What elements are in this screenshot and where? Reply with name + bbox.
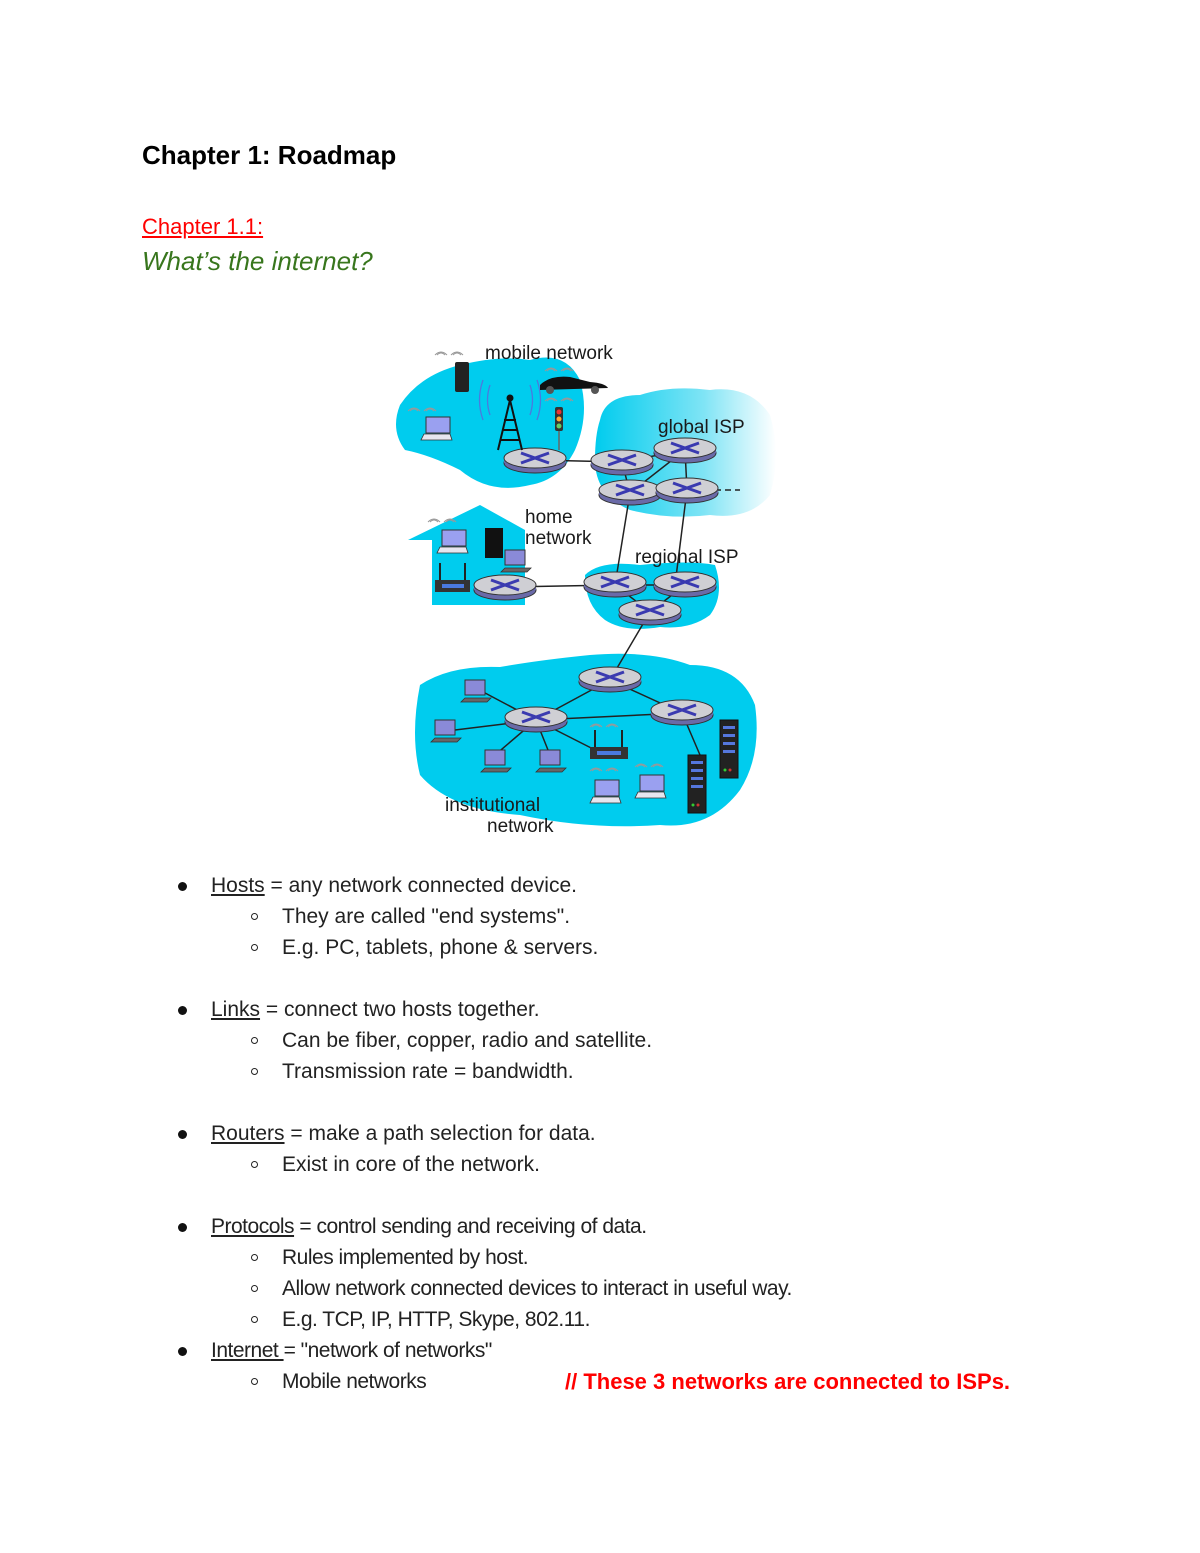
internet-diagram: mobile network global ISP home network r… <box>390 335 780 845</box>
sub-item: They are called "end systems". <box>282 905 571 928</box>
bullet-icon <box>178 1223 187 1232</box>
label-home-1: home <box>525 507 573 528</box>
page-title: Chapter 1: Roadmap <box>142 140 397 170</box>
definition: = make a path selection for data. <box>284 1122 596 1145</box>
term: Protocols <box>211 1215 295 1238</box>
phone-icon <box>455 362 469 392</box>
router-icon <box>652 570 718 599</box>
router-icon <box>649 698 715 727</box>
laptop-icon <box>436 529 469 554</box>
sub-bullet-icon <box>251 1037 258 1044</box>
definition: = connect two hosts together. <box>260 998 540 1021</box>
laptop-icon <box>589 779 622 804</box>
bullet-icon <box>178 882 187 891</box>
sub-bullet-icon <box>251 1378 258 1385</box>
router-icon <box>502 446 568 475</box>
sub-bullet-icon <box>251 1285 258 1292</box>
router-icon <box>652 436 718 465</box>
term: Routers <box>211 1122 285 1145</box>
section-label: Chapter 1.1: <box>142 214 264 239</box>
cell-tower-icon <box>478 379 542 451</box>
sub-item: Can be fiber, copper, radio and satellit… <box>282 1029 653 1052</box>
sub-item: Rules implemented by host. <box>282 1246 529 1269</box>
isp-note: // These 3 networks are connected to ISP… <box>565 1369 1011 1394</box>
sub-bullet-icon <box>251 944 258 951</box>
appliance-icon <box>485 528 503 558</box>
sub-item: Mobile networks <box>282 1370 427 1393</box>
router-icon <box>597 478 663 507</box>
label-global-isp: global ISP <box>658 417 745 438</box>
router-icon <box>472 573 538 602</box>
router-icon <box>654 476 720 505</box>
network-diagram-graphic <box>396 351 776 827</box>
router-icon <box>582 570 648 599</box>
sub-item: Allow network connected devices to inter… <box>282 1277 792 1300</box>
sub-item: Exist in core of the network. <box>282 1153 540 1176</box>
router-icon <box>503 705 569 734</box>
definition: = "network of networks" <box>283 1339 493 1362</box>
car-icon <box>540 376 608 394</box>
sub-bullet-icon <box>251 1316 258 1323</box>
definition: = control sending and receiving of data. <box>294 1215 647 1238</box>
router-icon <box>577 665 643 694</box>
label-home-2: network <box>525 528 592 549</box>
router-icon <box>617 598 683 627</box>
bullet-icon <box>178 1347 187 1356</box>
term: Internet <box>211 1339 284 1362</box>
wireless-router-icon <box>435 563 470 592</box>
definition: = any network connected device. <box>264 874 577 897</box>
label-regional-isp: regional ISP <box>635 547 739 568</box>
bullet-protocols: Protocols = control sending and receivin… <box>211 1215 647 1239</box>
term: Hosts <box>211 874 265 897</box>
bullet-hosts: Hosts = any network connected device. <box>211 874 577 898</box>
desktop-icon <box>500 549 532 573</box>
sub-item: E.g. TCP, IP, HTTP, Skype, 802.11. <box>282 1308 590 1331</box>
section-subtitle: What’s the internet? <box>142 246 373 276</box>
sub-bullet-icon <box>251 1068 258 1075</box>
term: Links <box>211 998 261 1021</box>
laptop-icon <box>420 416 453 441</box>
sub-bullet-icon <box>251 1254 258 1261</box>
bullet-icon <box>178 1006 187 1015</box>
bullet-links: Links = connect two hosts together. <box>211 998 540 1022</box>
router-icon <box>589 448 655 477</box>
bullet-internet: Internet = "network of networks" <box>211 1339 492 1363</box>
laptop-icon <box>634 774 667 799</box>
sub-bullet-icon <box>251 1161 258 1168</box>
wireless-router-icon <box>590 730 628 759</box>
traffic-light-icon <box>555 407 563 450</box>
bullet-icon <box>178 1130 187 1139</box>
sub-bullet-icon <box>251 913 258 920</box>
bullet-routers: Routers = make a path selection for data… <box>211 1122 596 1146</box>
label-institutional-1: institutional <box>445 795 541 816</box>
sub-item: Transmission rate = bandwidth. <box>282 1060 574 1083</box>
label-institutional-2: network <box>487 816 554 837</box>
sub-item: E.g. PC, tablets, phone & servers. <box>282 936 599 959</box>
server-icon <box>687 754 707 814</box>
server-icon <box>719 719 739 779</box>
institutional-network-cloud <box>415 653 757 827</box>
label-mobile-network: mobile network <box>485 343 613 364</box>
